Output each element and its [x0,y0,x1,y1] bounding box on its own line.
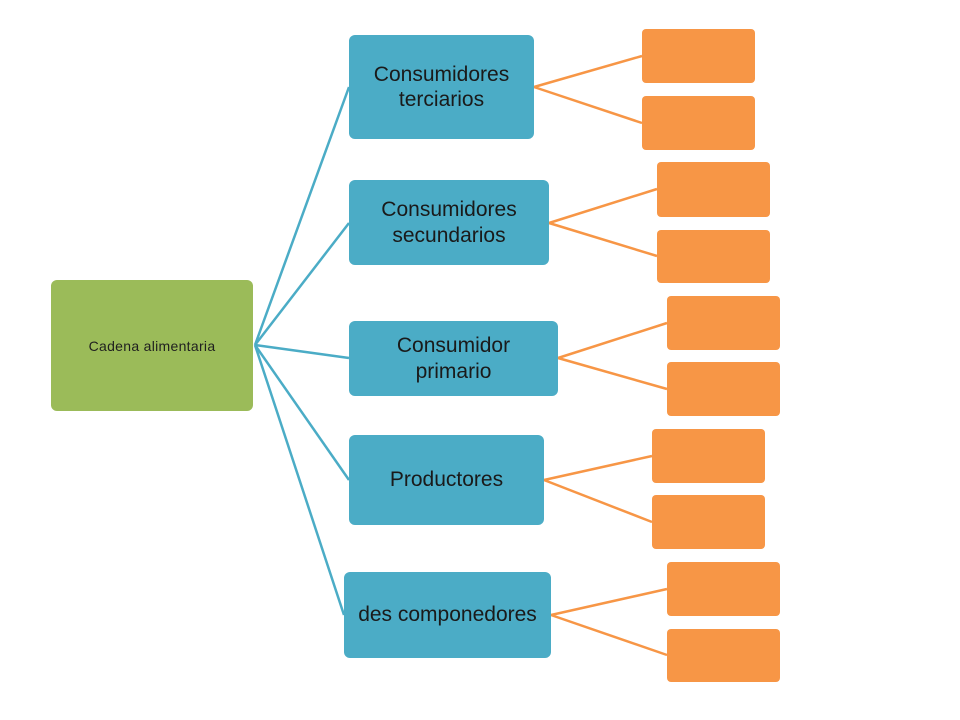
leaf-connectors [533,54,668,657]
leaf-box-primario-2 [667,362,780,416]
category-label: Consumidor primario [396,334,511,383]
category-productores: Productores [349,435,544,525]
leaf-box-productores-2 [652,495,765,549]
leaf-box-componedores-1 [667,562,780,616]
leaf-box-secundarios-1 [657,162,770,217]
category-label: Consumidores terciarios [373,62,510,111]
connector-secundarios-leaf-2 [548,221,658,258]
connector-productores-leaf-2 [543,478,653,524]
connector-secundarios-leaf-1 [548,187,658,225]
leaf-box-productores-1 [652,429,765,483]
leaf-box-primario-1 [667,296,780,350]
category-consumidor-primario: Consumidor primario [349,321,558,396]
root-node: Cadena alimentaria [51,280,253,411]
category-consumidores-secundarios: Consumidores secundarios [349,180,549,265]
connector-root-to-productores [253,344,351,481]
category-label: Consumidores secundarios [381,198,517,247]
category-des-componedores: des componedores [344,572,551,658]
leaf-box-componedores-2 [667,629,780,682]
connector-primario-leaf-1 [557,321,668,360]
connector-primario-leaf-2 [557,356,668,391]
leaf-box-secundarios-2 [657,230,770,283]
category-label: Productores [389,468,504,492]
connector-root-to-des-componedores [253,344,346,616]
connector-componedores-leaf-2 [550,613,668,657]
leaf-box-terciarios-2 [642,96,755,150]
connector-productores-leaf-1 [543,454,653,482]
category-consumidores-terciarios: Consumidores terciarios [349,35,534,139]
connector-terciarios-leaf-2 [533,85,643,125]
connector-terciarios-leaf-1 [533,54,643,89]
root-connectors [253,86,351,616]
connector-root-to-consumidor-primario [254,343,350,360]
connector-root-to-consumidores-secundarios [254,222,350,346]
category-label: des componedores [358,603,537,627]
root-label: Cadena alimentaria [88,337,216,354]
connector-root-to-consumidores-terciarios [253,86,351,346]
connector-componedores-leaf-1 [550,587,668,617]
leaf-box-terciarios-1 [642,29,755,83]
